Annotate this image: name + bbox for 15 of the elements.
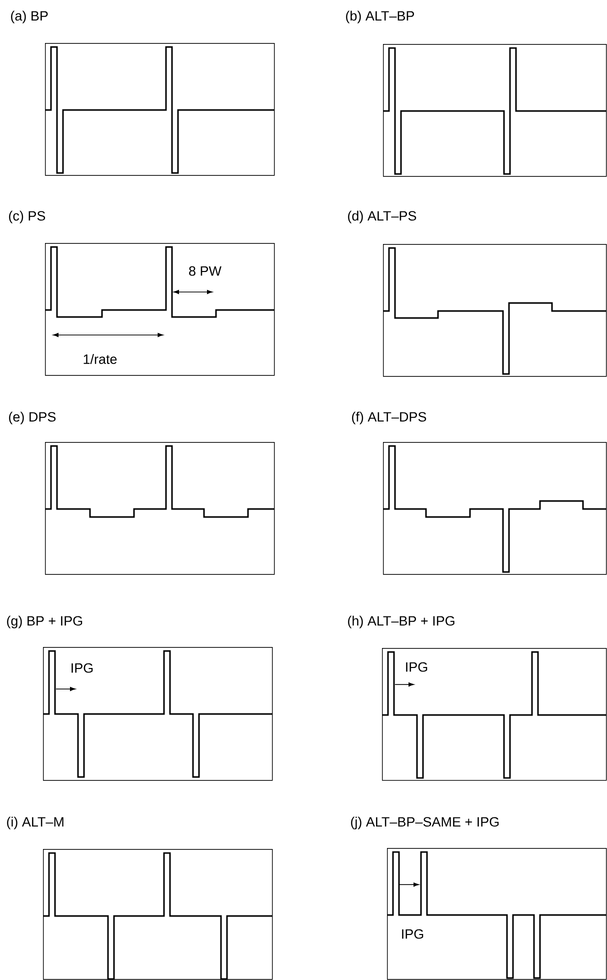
panel-title: (f) ALT–DPS bbox=[352, 412, 426, 424]
panel-title: (h) ALT–BP + IPG bbox=[348, 616, 454, 628]
dimension-label: 1/rate bbox=[84, 354, 117, 364]
panel-title: (i) ALT–M bbox=[7, 816, 64, 830]
panel-title: (b) ALT–BP bbox=[346, 10, 414, 24]
panel-title: (d) ALT–PS bbox=[348, 210, 416, 224]
dimension-label: IPG bbox=[402, 929, 424, 939]
panel-title: (e) DPS bbox=[9, 412, 56, 424]
dimension-label: IPG bbox=[406, 662, 428, 672]
dimension-label: IPG bbox=[72, 663, 93, 673]
panel-title: (g) BP + IPG bbox=[7, 616, 82, 628]
dimension-label: 8 PW bbox=[189, 266, 222, 276]
panel-title: (j) ALT–BP–SAME + IPG bbox=[351, 816, 499, 830]
panel-title: (a) BP bbox=[11, 10, 48, 24]
panel-title: (c) PS bbox=[9, 210, 46, 224]
